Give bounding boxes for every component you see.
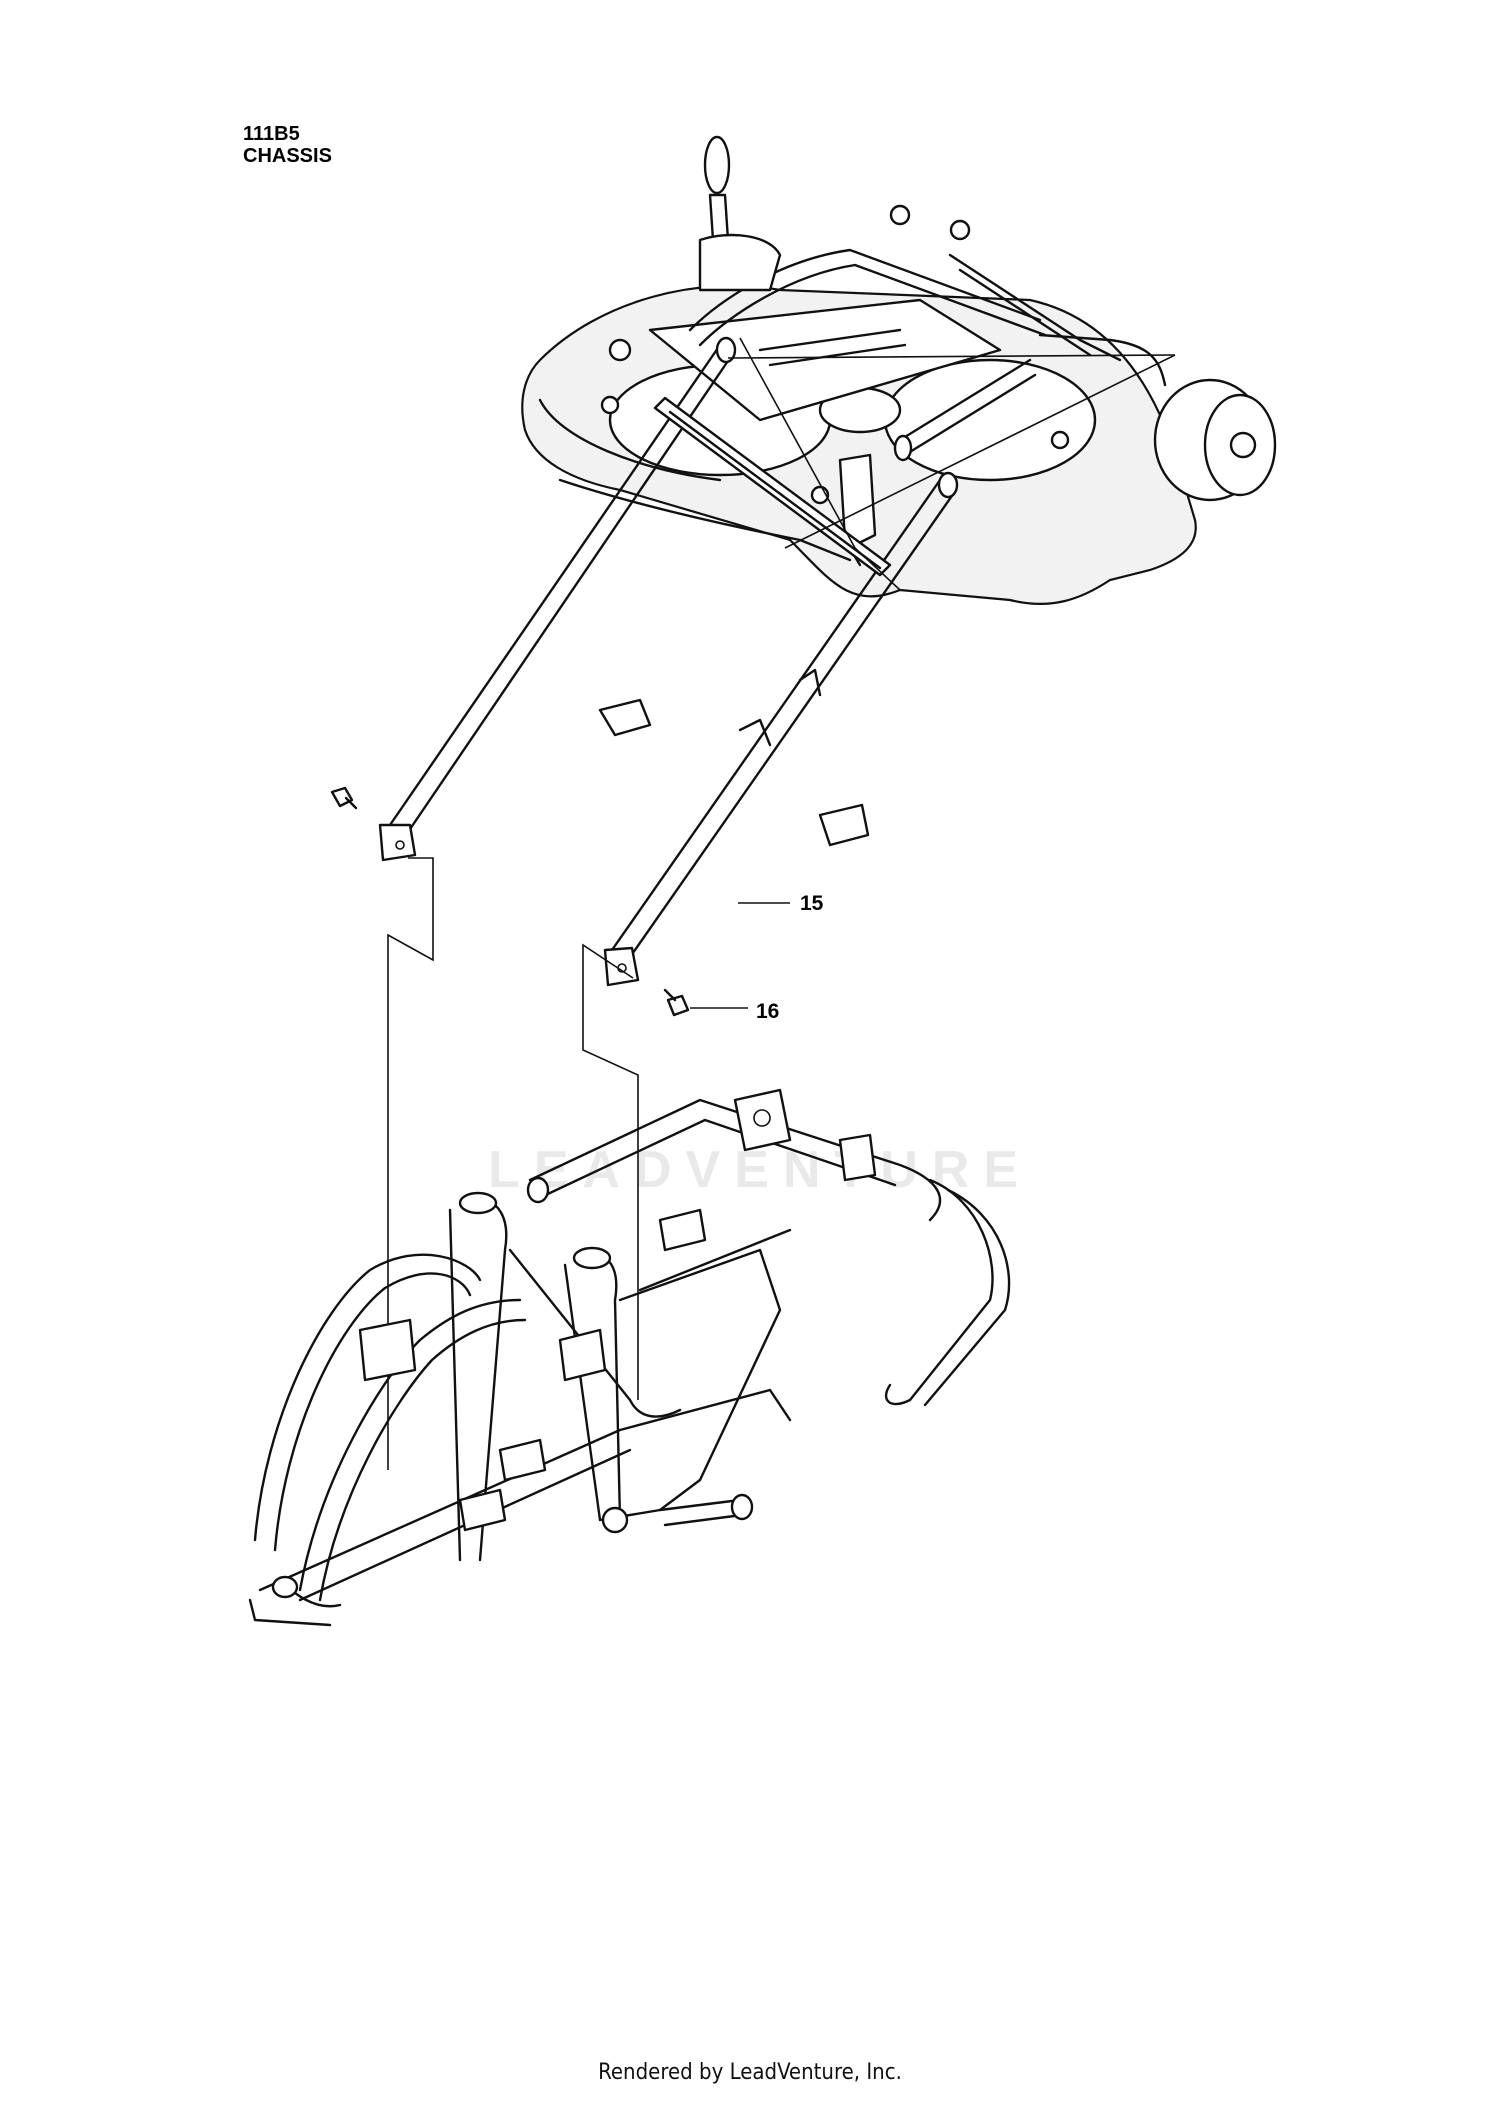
- watermark-text: LEADVENTURE: [487, 1141, 1033, 1199]
- diagram-code: 111B5: [243, 123, 300, 145]
- alignment-lines: [387, 337, 1176, 1470]
- chassis-frame: [248, 1088, 1011, 1627]
- callout-16: 16: [756, 1000, 780, 1023]
- footer-credit: Rendered by LeadVenture, Inc.: [598, 2060, 902, 2085]
- mower-deck: [521, 135, 1277, 606]
- callout-15: 15: [800, 892, 824, 915]
- rail-assembly: [378, 336, 959, 987]
- bolt-16: [663, 988, 690, 1017]
- diagram-title: CHASSIS: [243, 145, 332, 167]
- bolt-upper: [330, 786, 358, 810]
